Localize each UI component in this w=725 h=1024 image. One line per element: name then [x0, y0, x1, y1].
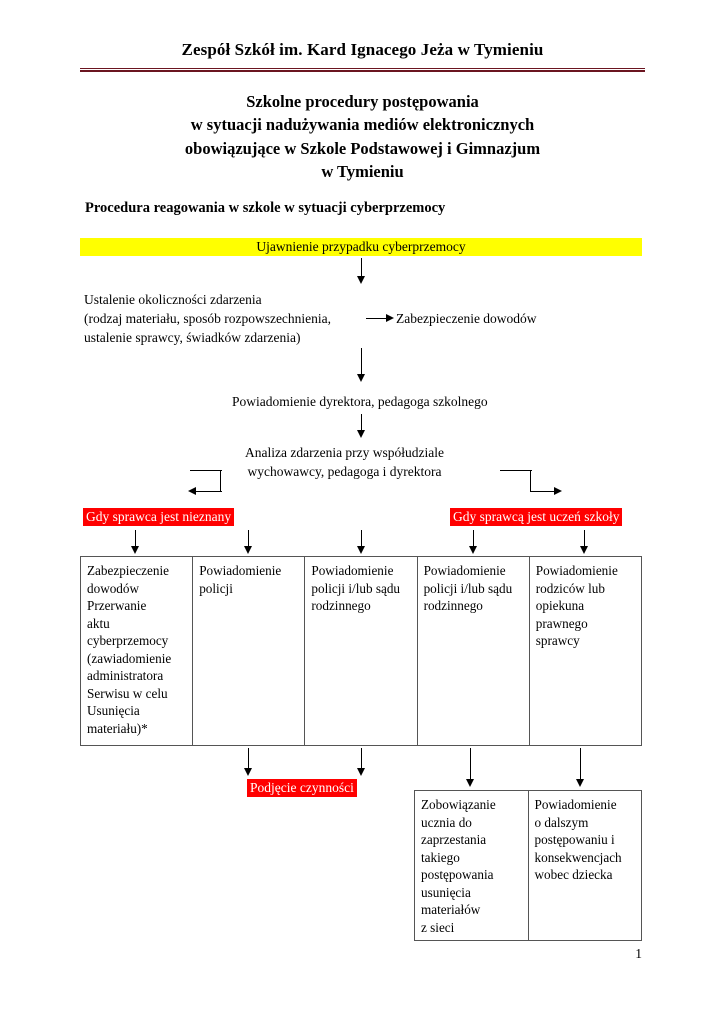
- table-row: Zabezpieczenie dowodów Przerwanie aktu c…: [79, 556, 643, 746]
- arrowhead-column-4-to-bottom: [465, 779, 474, 787]
- arrowhead-to-column-4: [468, 546, 477, 554]
- connector-column-2-to-action: [248, 748, 249, 770]
- arrowhead-column-5-to-bottom: [575, 779, 584, 787]
- connector-to-column-1: [135, 530, 136, 548]
- connector-branch-left-to-arrow: [196, 491, 222, 492]
- arrowhead-to-column-5: [579, 546, 588, 554]
- header-divider-rule: [80, 68, 645, 72]
- connector-to-column-4: [473, 530, 474, 548]
- table-cell-notify-parents: Powiadomienie rodziców lub opiekuna praw…: [528, 556, 643, 746]
- step-zabezpieczenie-dowodow: Zabezpieczenie dowodów: [396, 311, 537, 326]
- table-cell-student-obligation: Zobowiązanie ucznia do zaprzestania taki…: [414, 790, 529, 941]
- arrowhead-column-3-to-action: [356, 768, 365, 776]
- arrowhead-branch-right: [554, 486, 562, 495]
- arrowhead-column-2-to-action: [243, 768, 252, 776]
- section-subtitle: Procedura reagowania w szkole w sytuacji…: [85, 200, 446, 216]
- arrowhead-to-column-1: [130, 546, 139, 554]
- connector-branch-right-vertical: [530, 470, 531, 492]
- flow-banner-start: Ujawnienie przypadku cyberprzemocy: [80, 238, 642, 256]
- branch-banner-unknown-offender: Gdy sprawca jest nieznany: [83, 508, 235, 526]
- arrowhead-branch-left: [188, 486, 196, 495]
- table-cell-secure-evidence: Zabezpieczenie dowodów Przerwanie aktu c…: [79, 556, 194, 746]
- procedure-actions-table: Zabezpieczenie dowodów Przerwanie aktu c…: [79, 556, 643, 746]
- title-line-1: Szkolne procedury postępowania: [246, 92, 479, 111]
- connector-column-3-to-action: [361, 748, 362, 770]
- school-name: Zespół Szkół im. Kard Ignacego Jeża w Ty…: [181, 40, 544, 59]
- connector-ustalenie-to-zabezpieczenie: [366, 318, 388, 319]
- arrowhead-to-column-3: [356, 546, 365, 554]
- connector-column-4-to-bottom: [470, 748, 471, 780]
- title-line-3: obowiązujące w Szkole Podstawowej i Gimn…: [184, 138, 541, 158]
- table-cell-notify-police-court-2: Powiadomienie policji i/lub sądu rodzinn…: [416, 556, 530, 746]
- procedure-followup-table: Zobowiązanie ucznia do zaprzestania taki…: [414, 790, 642, 941]
- connector-ustalenie-to-powiadomienie: [361, 348, 362, 376]
- connector-to-column-3: [361, 530, 362, 548]
- connector-start-to-ustalenie: [361, 258, 362, 278]
- table-cell-notify-police-court-1: Powiadomienie policji i/lub sądu rodzinn…: [304, 556, 418, 746]
- connector-column-5-to-bottom: [580, 748, 581, 780]
- table-cell-inform-consequences: Powiadomienie o dalszym postępowaniu i k…: [527, 790, 642, 941]
- branch-banner-student-offender: Gdy sprawcą jest uczeń szkoły: [450, 508, 623, 526]
- page-number: 1: [635, 946, 642, 961]
- connector-branch-right-horizontal: [500, 470, 532, 471]
- arrowhead-to-column-2: [243, 546, 252, 554]
- table-row: Zobowiązanie ucznia do zaprzestania taki…: [414, 790, 642, 941]
- flow-banner-action: Podjęcie czynności: [247, 779, 357, 797]
- table-cell-notify-police: Powiadomienie policji: [192, 556, 306, 746]
- connector-branch-left-horizontal: [190, 470, 222, 471]
- connector-powiadomienie-to-analiza: [361, 414, 362, 434]
- connector-branch-right-to-arrow: [530, 491, 556, 492]
- document-header: Zespół Szkół im. Kard Ignacego Jeża w Ty…: [80, 40, 645, 60]
- arrowhead-powiadomienie-to-analiza: [356, 430, 365, 438]
- step-analiza-zdarzenia: Analiza zdarzenia przy współudziale wych…: [245, 445, 445, 479]
- arrowhead-ustalenie-to-powiadomienie: [356, 374, 365, 382]
- arrowhead-ustalenie-to-zabezpieczenie: [386, 313, 394, 322]
- title-line-2: w sytuacji nadużywania mediów elektronic…: [190, 115, 535, 135]
- page-title: Szkolne procedury postępowania w sytuacj…: [80, 90, 645, 184]
- title-line-4: w Tymieniu: [321, 162, 404, 182]
- connector-to-column-5: [584, 530, 585, 548]
- step-ustalenie-okolicznosci: Ustalenie okoliczności zdarzenia (rodzaj…: [84, 292, 332, 345]
- connector-to-column-2: [248, 530, 249, 548]
- arrowhead-start-to-ustalenie: [356, 276, 365, 284]
- connector-branch-left-vertical: [220, 470, 221, 492]
- step-powiadomienie-dyrektora: Powiadomienie dyrektora, pedagoga szkoln…: [232, 394, 488, 409]
